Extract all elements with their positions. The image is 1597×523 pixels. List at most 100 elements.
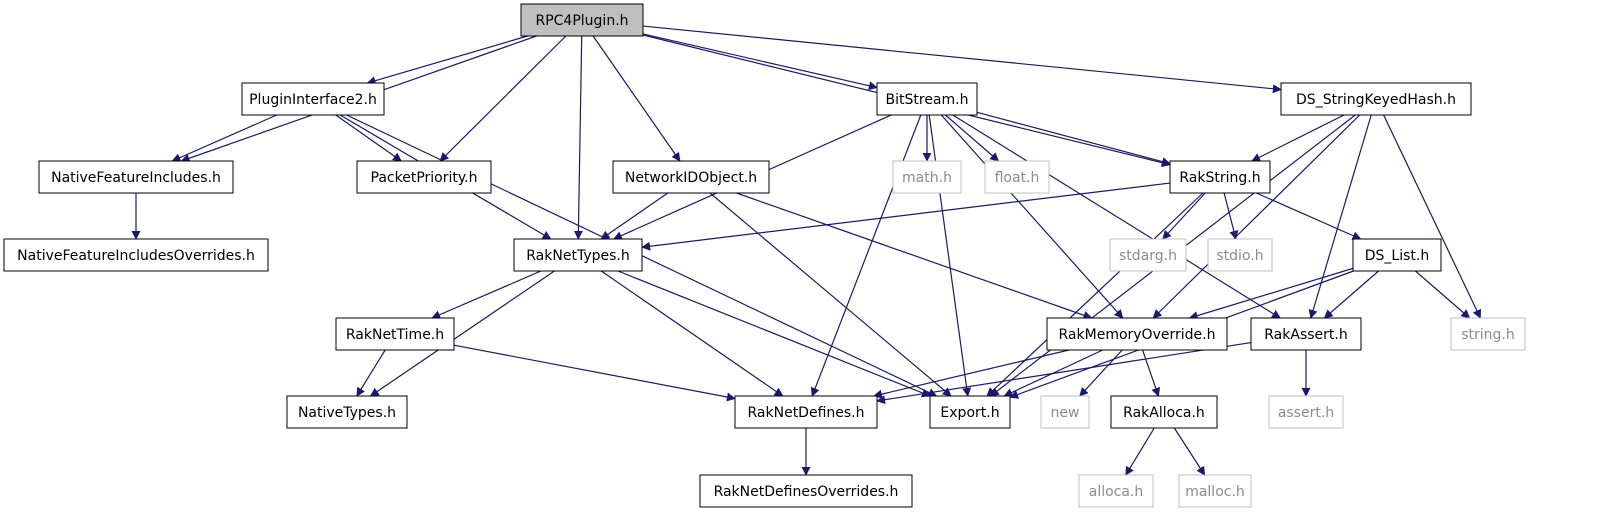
node-label: RakNetTypes.h [526,248,629,264]
edge-networkidobject-to-raknettypes [600,192,669,240]
edge-rakmemoryoverride-to-new [1079,349,1123,397]
edge-rakassert-to-raknetdefines [876,341,1252,405]
edge-raknettypes-to-raknettime [431,270,542,319]
node-label: NativeFeatureIncludesOverrides.h [17,248,255,264]
edge-ds_stringkeyedhash-to-rakmemoryoverride [1152,114,1361,319]
node-label: math.h [902,170,952,186]
node-box [1046,317,1228,351]
node-nativetypes[interactable]: NativeTypes.h [286,395,408,429]
node-box [876,82,978,116]
node-box [1109,238,1187,272]
edge-ds_list-to-string [1415,270,1471,319]
node-box [1110,395,1218,429]
node-label: stdio.h [1216,248,1263,264]
node-float: float.h [984,160,1050,194]
node-rakassert[interactable]: RakAssert.h [1250,317,1362,351]
node-packetpriority[interactable]: PacketPriority.h [356,160,492,194]
edge-ds_list-to-rakassert [1323,270,1379,319]
edge-rpc4plugin-to-networkidobject [592,35,681,162]
node-nativefeatureincludes[interactable]: NativeFeatureIncludes.h [38,160,234,194]
edge-rpc4plugin-to-packetpriority [439,35,567,162]
node-label: assert.h [1278,405,1334,421]
node-label: string.h [1461,327,1515,343]
node-label: RakAlloca.h [1123,405,1205,421]
node-networkidobject[interactable]: NetworkIDObject.h [612,160,770,194]
node-box [984,160,1050,194]
edge-ds_stringkeyedhash-to-rakstring [1251,114,1345,162]
node-label: RPC4Plugin.h [535,13,628,29]
edge-rakstring-to-stdarg [1162,192,1206,240]
edge-bitstream-to-rakmemoryoverride [940,114,1124,319]
node-box [734,395,878,429]
edge-networkidobject-to-rakmemoryoverride [736,192,1093,320]
node-plugininterface2[interactable]: PluginInterface2.h [241,82,385,116]
node-bitstream[interactable]: BitStream.h [876,82,978,116]
edge-bitstream-to-float [945,114,1000,162]
node-box [3,238,269,272]
node-nativefeatureincludesoverrides[interactable]: NativeFeatureIncludesOverrides.h [3,238,269,272]
edge-rakstring-to-raknettypes [641,182,1171,251]
edge-ds_stringkeyedhash-to-rakassert [1308,114,1372,319]
node-box [1268,395,1344,429]
node-label: alloca.h [1089,484,1144,500]
node-box [1450,317,1526,351]
node-box [1178,474,1252,508]
node-box [513,238,643,272]
node-box [241,82,385,116]
node-export[interactable]: Export.h [929,395,1011,429]
node-label: NativeFeatureIncludes.h [51,170,221,186]
node-label: RakNetDefinesOverrides.h [714,484,899,500]
node-raknetdefinesoverrides[interactable]: RakNetDefinesOverrides.h [699,474,913,508]
node-box [356,160,492,194]
edge-bitstream-to-export [928,114,972,397]
node-box [1040,395,1090,429]
node-box [1169,160,1271,194]
node-box [699,474,913,508]
node-box [286,395,408,429]
edge-rpc4plugin-to-ds_stringkeyedhash [642,25,1282,94]
node-ds_stringkeyedhash[interactable]: DS_StringKeyedHash.h [1280,82,1472,116]
edge-raknettypes-to-raknetdefines [600,270,784,397]
node-raknettime[interactable]: RakNetTime.h [335,317,455,351]
node-box [892,160,962,194]
edge-plugininterface2-to-nativefeatureincludes [171,114,277,162]
node-label: RakNetDefines.h [748,405,865,421]
node-label: NetworkIDObject.h [625,170,757,186]
edge-ds_list-to-rakmemoryoverride [1188,267,1354,320]
node-label: DS_StringKeyedHash.h [1296,92,1456,108]
edge-rakstring-to-stdio [1223,192,1239,240]
node-label: PluginInterface2.h [249,92,377,108]
edge-raknettypes-to-nativetypes [369,270,555,397]
node-box [335,317,455,351]
node-stdarg: stdarg.h [1109,238,1187,272]
node-malloc: malloc.h [1178,474,1252,508]
node-label: RakMemoryOverride.h [1059,327,1216,343]
edge-raknettypes-to-export [617,270,931,398]
edge-rakalloca-to-alloca [1125,427,1155,476]
edge-rakstring-to-export [986,192,1204,397]
node-box [1078,474,1154,508]
node-rakstring[interactable]: RakString.h [1169,160,1271,194]
node-box [38,160,234,194]
node-stdio: stdio.h [1207,238,1273,272]
edge-rakstring-to-ds_list [1256,192,1362,240]
edge-bitstream-to-rakstring [976,111,1171,166]
node-box [520,3,644,37]
node-raknettypes[interactable]: RakNetTypes.h [513,238,643,272]
node-label: DS_List.h [1365,248,1429,264]
node-label: RakNetTime.h [346,327,444,343]
node-box [1352,238,1442,272]
node-label: PacketPriority.h [371,170,478,186]
node-rakmemoryoverride[interactable]: RakMemoryOverride.h [1046,317,1228,351]
node-rpc4plugin[interactable]: RPC4Plugin.h [520,3,644,37]
node-box [1250,317,1362,351]
edge-bitstream-to-raknetdefines [810,114,922,397]
edge-bitstream-to-rakassert [952,114,1281,319]
node-box [1207,238,1273,272]
edge-rakmemoryoverride-to-rakalloca [1141,349,1161,397]
node-rakalloca[interactable]: RakAlloca.h [1110,395,1218,429]
node-raknetdefines[interactable]: RakNetDefines.h [734,395,878,429]
node-ds_list[interactable]: DS_List.h [1352,238,1442,272]
